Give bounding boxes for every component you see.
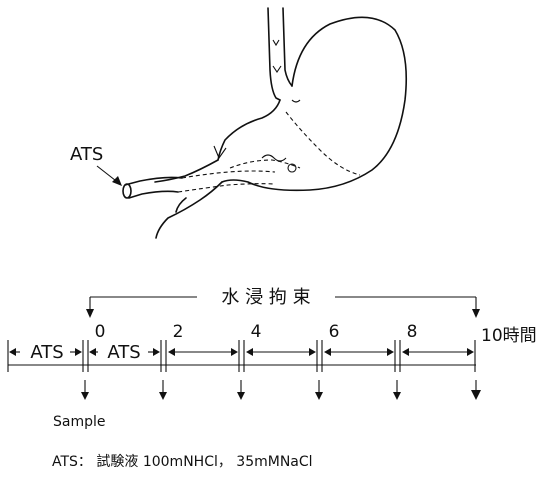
tick-label-8: 8	[407, 322, 418, 342]
pre-segment-label-2: ATS	[107, 342, 140, 363]
tick-label-0: 0	[95, 322, 106, 342]
sample-label: Sample	[53, 414, 106, 430]
tick-label-2: 2	[173, 322, 184, 342]
tick-marks	[83, 340, 475, 372]
tick-label-10h: 10時間	[481, 326, 537, 346]
stress-bracket: 水 浸 拘 束	[86, 287, 480, 318]
stress-label: 水 浸 拘 束	[221, 287, 310, 308]
tick-label-6: 6	[329, 322, 340, 342]
pre-segment-label-1: ATS	[30, 342, 63, 363]
interval-arrows	[9, 348, 474, 356]
tick-label-4: 4	[251, 322, 262, 342]
sample-arrows	[81, 380, 481, 400]
catheter-label: ATS	[70, 144, 103, 165]
footnote: ATS： 試験液 100mNHCl， 35mMNaCl	[52, 454, 313, 470]
timeline: ATS ATS 0 2 4 6 8 10時間 Sample	[8, 322, 537, 430]
stomach-illustration: ATS	[70, 8, 406, 238]
